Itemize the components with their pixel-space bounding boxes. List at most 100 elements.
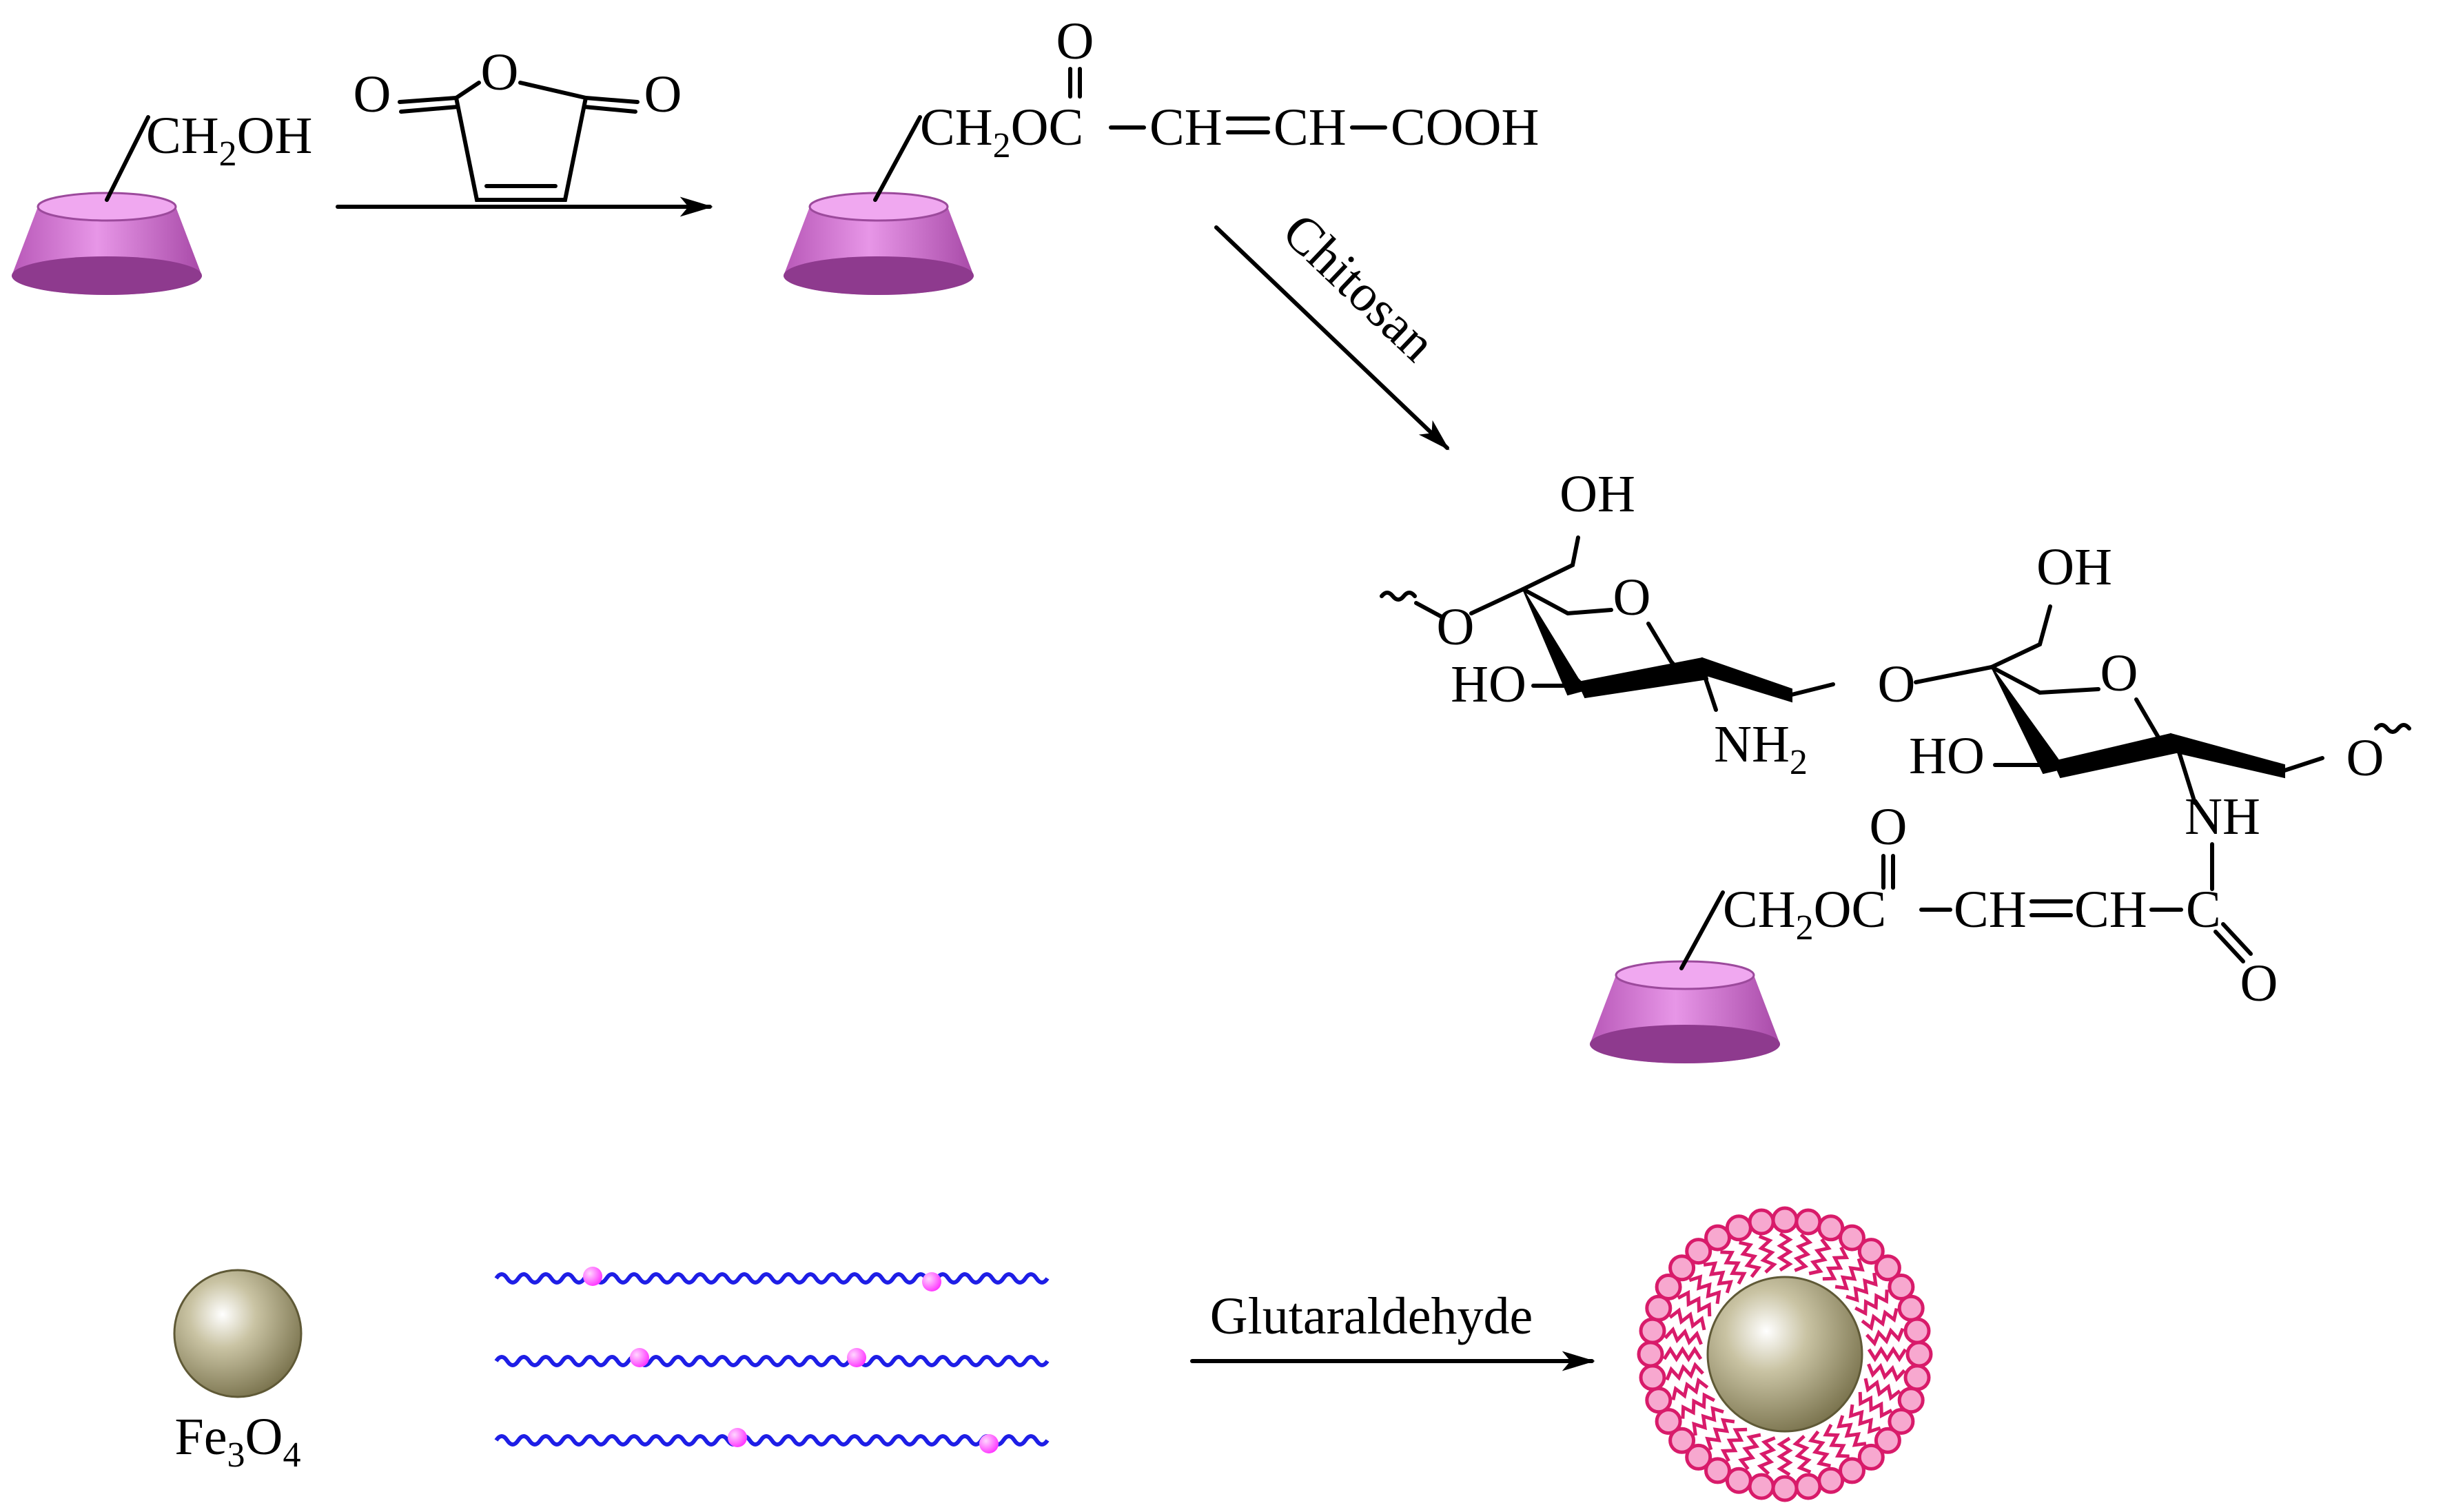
shell-chain <box>1867 1346 1908 1362</box>
cd-bead <box>847 1348 866 1367</box>
cd-bead <box>979 1434 999 1453</box>
shell-chain <box>1720 1250 1747 1285</box>
shell-bead <box>1704 1224 1731 1252</box>
shell-bead <box>1748 1473 1775 1500</box>
shell-chain <box>1758 1234 1777 1274</box>
shell-chain <box>1823 1424 1850 1458</box>
fe3o4-particle: Fe3O4 <box>173 1269 303 1475</box>
nh2-subscript: 2 <box>1790 743 1808 782</box>
fe3o4-core <box>1706 1276 1863 1433</box>
nh-label: NH <box>2185 788 2260 846</box>
shell-bead <box>1857 1443 1885 1471</box>
shell-bead <box>1888 1408 1915 1435</box>
shell-chain <box>1681 1392 1715 1419</box>
shell-chain <box>1777 1232 1793 1272</box>
chain-1 <box>494 1272 1050 1285</box>
o-subscript: 4 <box>283 1436 300 1475</box>
grafted-chitosan-chains <box>494 1267 1050 1453</box>
svg-text:CH2OC: CH2OC <box>1723 881 1886 948</box>
shell-bead <box>1903 1317 1931 1345</box>
shell-chain <box>1792 1435 1812 1474</box>
shell-bead <box>1668 1427 1696 1454</box>
cyclodextrin-intermediate: CH2OC O CH CH COOH <box>782 12 1539 296</box>
shell-bead <box>1897 1387 1925 1414</box>
fe-label: Fe <box>175 1408 227 1466</box>
shell-chain <box>1777 1436 1793 1477</box>
shell-chain <box>1861 1308 1899 1331</box>
shell-chain <box>1720 1427 1748 1462</box>
ester-oxygen: O <box>1870 798 1908 856</box>
shell-bead <box>1903 1364 1931 1391</box>
linker-oc: OC <box>1814 881 1887 939</box>
anhydride-ring-oxygen: O <box>481 43 519 101</box>
ring-o-right: O <box>2100 644 2138 702</box>
shell-chain <box>1688 1274 1721 1305</box>
oc-label: OC <box>1011 99 1084 156</box>
oh-top-right: OH <box>2036 538 2112 596</box>
polymer-shell <box>1637 1206 1933 1502</box>
shell-bead <box>1639 1364 1666 1391</box>
ring-o-left: O <box>1613 569 1651 626</box>
shell-chain <box>1854 1289 1889 1316</box>
chitosan-label: Chitosan <box>1271 202 1446 372</box>
shell-bead <box>1795 1473 1822 1500</box>
shell-bead <box>1771 1206 1799 1234</box>
linker-c: C <box>2186 881 2221 939</box>
chain-3 <box>494 1434 1050 1447</box>
shell-bead <box>1795 1208 1822 1236</box>
shell-bead <box>1685 1238 1712 1265</box>
shell-chain <box>1867 1362 1906 1382</box>
shell-chain <box>1662 1346 1703 1362</box>
ch2-subscript: 2 <box>219 134 237 174</box>
shell-bead <box>1817 1214 1845 1242</box>
shell-bead <box>1725 1467 1752 1494</box>
anhydride-carbonyl-o-left: O <box>354 65 391 123</box>
shell-chain <box>1837 1415 1867 1447</box>
shell-chain <box>1703 1261 1733 1294</box>
fe-subscript: 3 <box>227 1436 245 1475</box>
cd-bead <box>728 1428 747 1447</box>
nh2-label: NH <box>1714 715 1790 773</box>
glutaraldehyde-label: Glutaraldehyde <box>1210 1287 1533 1345</box>
shell-bead <box>1645 1294 1673 1322</box>
shell-bead <box>1839 1457 1865 1484</box>
maleic-anhydride: O O O <box>354 43 682 202</box>
o-label: O <box>245 1408 283 1466</box>
carbonyl-oxygen: O <box>1056 12 1094 70</box>
oh-label: OH <box>237 107 313 165</box>
glycosidic-o: O <box>1878 655 1916 713</box>
ch-label-1: CH <box>1149 99 1223 156</box>
svg-text:CH2OH: CH2OH <box>146 107 312 174</box>
shell-chain <box>1822 1246 1850 1281</box>
shell-chain <box>1739 1240 1762 1278</box>
chitosan-product: O OH O HO NH2 O OH O HO O N <box>1380 465 2411 1065</box>
shell-chain <box>1671 1377 1709 1400</box>
amide-oxygen: O <box>2240 954 2278 1012</box>
cd-bead <box>630 1348 649 1367</box>
cyclodextrin-start: CH2OH <box>10 107 312 296</box>
oh-top-left: OH <box>1560 465 1635 523</box>
linker-ch2: CH <box>1723 881 1796 939</box>
shell-bead <box>1668 1254 1696 1282</box>
anhydride-carbonyl-o-right: O <box>644 65 682 123</box>
cd-bead <box>583 1267 602 1286</box>
shell-chain <box>1668 1307 1706 1331</box>
shell-bead <box>1704 1457 1731 1484</box>
shell-bead <box>1839 1224 1865 1252</box>
linker-ch2-subscript: 2 <box>1796 908 1814 948</box>
ch-label-2: CH <box>1274 99 1347 156</box>
shell-bead <box>1771 1475 1799 1502</box>
shell-bead <box>1725 1214 1752 1242</box>
cd-bead <box>922 1272 941 1291</box>
coated-magnetic-nanoparticle <box>1637 1206 1933 1502</box>
shell-chain <box>1793 1233 1813 1272</box>
ho-left: HO <box>1451 655 1526 713</box>
shell-chain <box>1865 1327 1905 1347</box>
shell-bead <box>1655 1274 1682 1300</box>
shell-bead <box>1897 1294 1925 1322</box>
shell-bead <box>1639 1317 1666 1345</box>
shell-bead <box>1637 1340 1664 1368</box>
ch2-subscript: 2 <box>993 126 1011 165</box>
svg-text:NH2: NH2 <box>1714 715 1808 782</box>
